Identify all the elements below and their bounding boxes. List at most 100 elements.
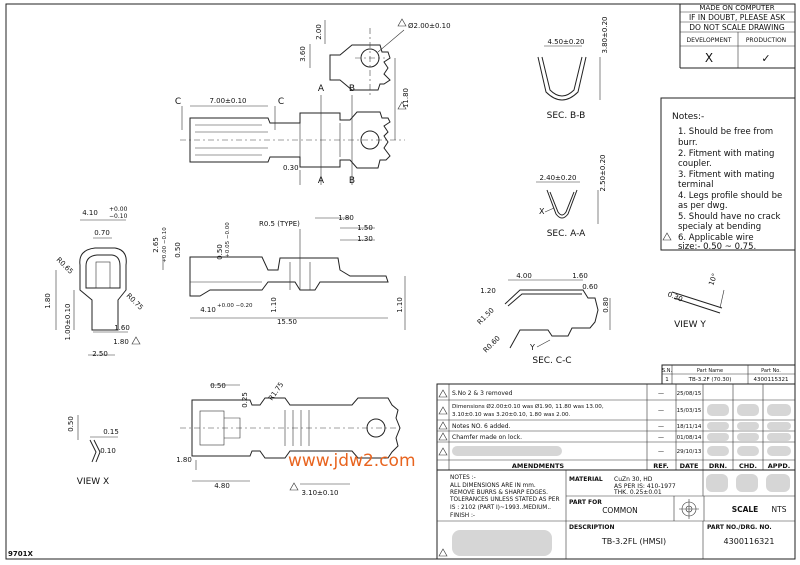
revision-ref: —	[658, 407, 664, 414]
section-c-right: C	[278, 97, 284, 107]
section-a-top: A	[318, 84, 325, 94]
dim-2-50-b: 2.50	[92, 350, 108, 358]
dim-1-30: 1.30	[357, 235, 373, 243]
radius-0-65: R0.65	[55, 256, 75, 276]
dim-0-50-b: 0.50	[216, 244, 224, 260]
dim-1-50: 1.50	[357, 224, 373, 232]
revision-date: 01/08/14	[677, 435, 702, 441]
part-for-value: COMMON	[602, 506, 638, 515]
col-appd: APPD.	[768, 462, 790, 470]
dim-2-65: 2.65	[152, 237, 160, 253]
revision-triangle-icon	[131, 336, 141, 345]
revision-triangle-icon	[438, 421, 448, 430]
label-y-arrow: Y	[529, 343, 535, 352]
dim-2-50: 2.50±0.20	[599, 154, 607, 191]
dim-1-00: 1.00±0.10	[64, 303, 72, 340]
dim-0-60: 0.60	[582, 283, 598, 291]
col-amendments: AMENDMENTS	[512, 462, 565, 470]
dim-0-50: 0.50	[174, 242, 182, 258]
revision-triangle-icon	[438, 406, 448, 415]
dim-2-65-tol: +0.00 −0.10	[162, 227, 168, 263]
section-aa: 2.40±0.20 2.50±0.20 X SEC. A-A	[536, 154, 607, 239]
revision-date: 15/03/15	[677, 408, 702, 414]
tb-note-line: ALL DIMENSIONS ARE IN mm.	[450, 483, 536, 489]
section-cc: 4.00 1.60 1.20 0.60 0.80 R1.50 R0.60 Y S…	[476, 272, 611, 366]
col-chd: CHD.	[739, 462, 757, 470]
dim-0-50-d: 0.50	[67, 416, 75, 432]
dim-1-80-c: 1.80	[338, 214, 354, 222]
note-line: burr.	[678, 138, 698, 148]
parts-list-table: S.N. Part Name Part No. 1 TB-3.2F (70.30…	[661, 364, 796, 385]
description-value: TB-3.2FL (HMSI)	[601, 537, 666, 546]
label-view-x: VIEW X	[77, 477, 109, 487]
material-thk: THK. 0.25±0.01	[613, 489, 662, 496]
notes-title: Notes:-	[672, 112, 704, 122]
col-date: DATE	[680, 462, 699, 470]
dim-1-60: 1.60	[114, 324, 130, 332]
label-x-arrow: X	[539, 207, 545, 216]
section-b-top: B	[349, 84, 355, 94]
parts-row-sn: 1	[665, 377, 669, 383]
revision-ref: —	[658, 434, 664, 441]
revision-triangle-icon	[289, 482, 299, 491]
revision-date: 29/10/13	[677, 449, 702, 455]
revision-ref: —	[658, 423, 664, 430]
material-value: CuZn 30, HD	[614, 476, 653, 483]
dim-1-10: 1.10	[270, 297, 278, 313]
dim-3-80: 3.80±0.20	[601, 16, 609, 53]
note-line: 2. Fitment with mating	[678, 149, 774, 159]
dim-hole-dia: Ø2.00±0.10	[408, 22, 451, 30]
tb-note-line: REMOVE BURRS & SHARP EDGES.	[450, 490, 548, 496]
if-in-doubt: IF IN DOUBT, PLEASE ASK	[689, 13, 786, 22]
label-sec-bb: SEC. B-B	[547, 111, 586, 121]
revision-triangle-icon	[438, 447, 448, 456]
footer-code: 9701X	[8, 550, 33, 558]
header-block: MADE ON COMPUTER IF IN DOUBT, PLEASE ASK…	[679, 4, 795, 69]
revision-ref: —	[658, 448, 664, 455]
revision-ref: —	[658, 390, 664, 397]
revision-text: Dimensions Ø2.00±0.10 was Ø1.90, 11.80 w…	[452, 403, 604, 410]
tb-note-line: IS : 2102 (PART I)~1993..MEDIUM..	[450, 505, 551, 511]
made-on-computer: MADE ON COMPUTER	[699, 4, 774, 12]
dim-4-10-b-tol: +0.00 −0.20	[217, 303, 253, 309]
col-ref: REF.	[653, 462, 668, 470]
revision-triangle-icon	[438, 389, 448, 398]
tb-note-line: TOLERANCES UNLESS STATED AS PER	[449, 497, 559, 503]
end-view: 4.10 +0.00 −0.10 0.70 R0.65 R0.75 1.80 1…	[44, 206, 145, 358]
parts-row-name: TB-3.2F (70.30)	[688, 377, 732, 383]
note-line: specialy at bending	[678, 222, 761, 232]
radius-0-5-type: R0.5 (TYPE)	[259, 220, 300, 228]
note-line: 6. Applicable wire	[678, 233, 754, 243]
revision-date: 18/11/14	[677, 424, 702, 430]
revision-triangle-icon	[438, 432, 448, 441]
dim-4-50: 4.50±0.20	[547, 38, 584, 46]
dim-15-50: 15.50	[277, 318, 297, 326]
section-a-bottom: A	[318, 176, 325, 186]
development-mark: X	[705, 51, 713, 65]
dim-0-10: 0.10	[100, 447, 116, 455]
do-not-scale: DO NOT SCALE DRAWING	[689, 23, 785, 32]
watermark: www.jdw2.com	[288, 451, 416, 471]
label-sec-cc: SEC. C-C	[532, 356, 571, 366]
tb-note-line: NOTES :-	[450, 475, 476, 481]
parts-row-no: 4300115321	[754, 377, 789, 383]
revision-text: 3.10±0.10 was 3.20±0.10, 1.80 was 2.00.	[452, 412, 571, 418]
dim-1-60-b: 1.60	[572, 272, 588, 280]
note-line: terminal	[678, 180, 714, 190]
side-elevation: 2.65 +0.00 −0.10 0.50 0.50 +0.05 −0.00 R…	[152, 214, 406, 330]
dim-1-80-b: 1.80	[113, 338, 129, 346]
title-block: NOTES :- ALL DIMENSIONS ARE IN mm. REMOV…	[436, 469, 796, 560]
dim-4-80: 4.80	[214, 482, 230, 490]
radius-1-75: R1.75	[267, 381, 285, 402]
material-std: AS PER IS: 410-1977	[614, 483, 676, 490]
radius-1-50: R1.50	[476, 306, 496, 326]
revision-text: S.No 2 & 3 removed	[452, 390, 513, 397]
dim-10-deg: 10°	[707, 272, 719, 286]
dim-1-20: 1.20	[480, 287, 496, 295]
parts-col-sn: S.N.	[662, 368, 673, 374]
dim-0-70: 0.70	[94, 229, 110, 237]
dim-0-25: 0.25	[241, 392, 249, 408]
revision-date: 25/08/15	[677, 391, 702, 397]
note-line: 1. Should be free from	[678, 127, 773, 137]
part-no-label: PART NO./DRG. NO.	[707, 524, 772, 531]
